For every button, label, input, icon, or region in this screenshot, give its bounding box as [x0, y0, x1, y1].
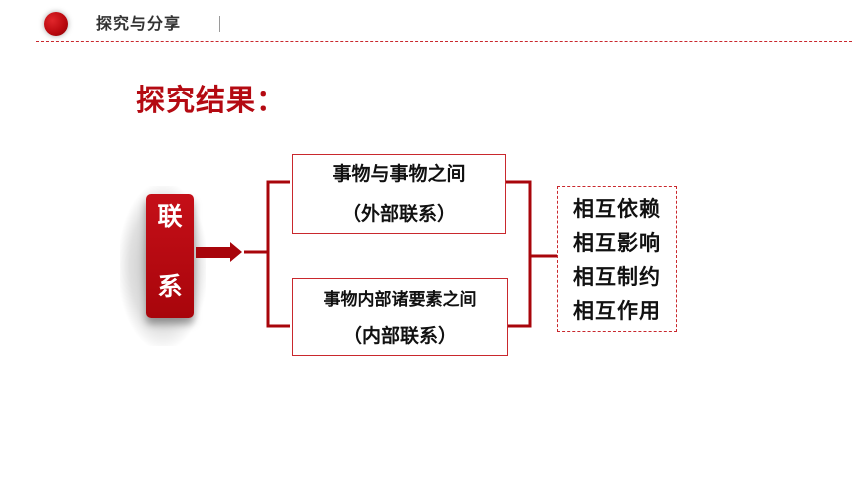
results-box: 相互依赖 相互影响 相互制约 相互作用 — [557, 186, 677, 332]
result-item: 相互制约 — [573, 265, 661, 289]
arrow-head-icon — [230, 242, 242, 262]
concept-char-2: 系 — [157, 272, 183, 301]
internal-relation-title: 事物内部诸要素之间 — [323, 290, 477, 310]
arrow-right-icon — [196, 247, 232, 258]
section-title: 探究结果： — [136, 83, 287, 117]
header-divider — [36, 41, 852, 42]
concept-label: 联 系 — [146, 194, 194, 318]
header-bullet-icon — [44, 12, 68, 36]
header-separator — [219, 16, 220, 32]
external-relation-title: 事物与事物之间 — [332, 163, 466, 185]
concept-char-1: 联 — [157, 202, 183, 231]
internal-relation-box: 事物内部诸要素之间 （内部联系） — [292, 278, 508, 356]
external-relation-box: 事物与事物之间 （外部联系） — [292, 154, 506, 234]
internal-relation-subtitle: （内部联系） — [342, 325, 457, 347]
result-item: 相互影响 — [573, 231, 661, 255]
header-title: 探究与分享 — [96, 14, 182, 33]
result-item: 相互作用 — [573, 299, 661, 323]
result-item: 相互依赖 — [573, 197, 661, 221]
external-relation-subtitle: （外部联系） — [341, 203, 456, 225]
